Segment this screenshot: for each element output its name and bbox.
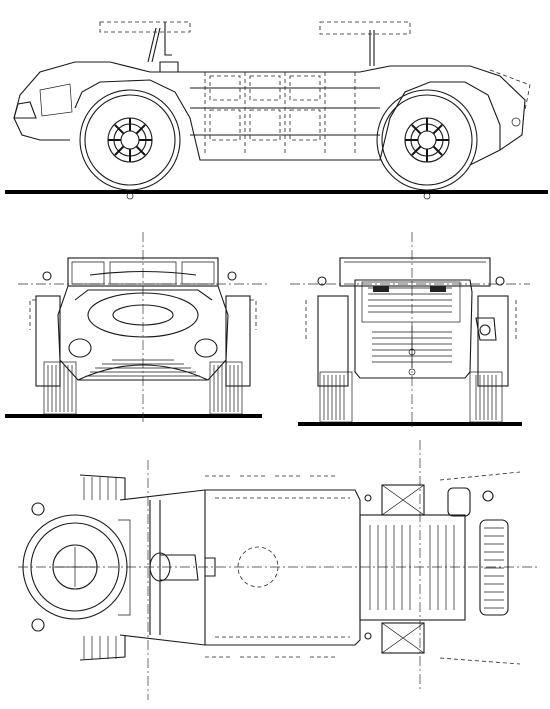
side-front-wheel: [79, 89, 181, 191]
side-rear-wheel: [376, 89, 478, 191]
top-view: [18, 440, 540, 700]
rear-view: [290, 232, 530, 428]
side-view: [5, 21, 548, 200]
front-view: [5, 232, 270, 425]
